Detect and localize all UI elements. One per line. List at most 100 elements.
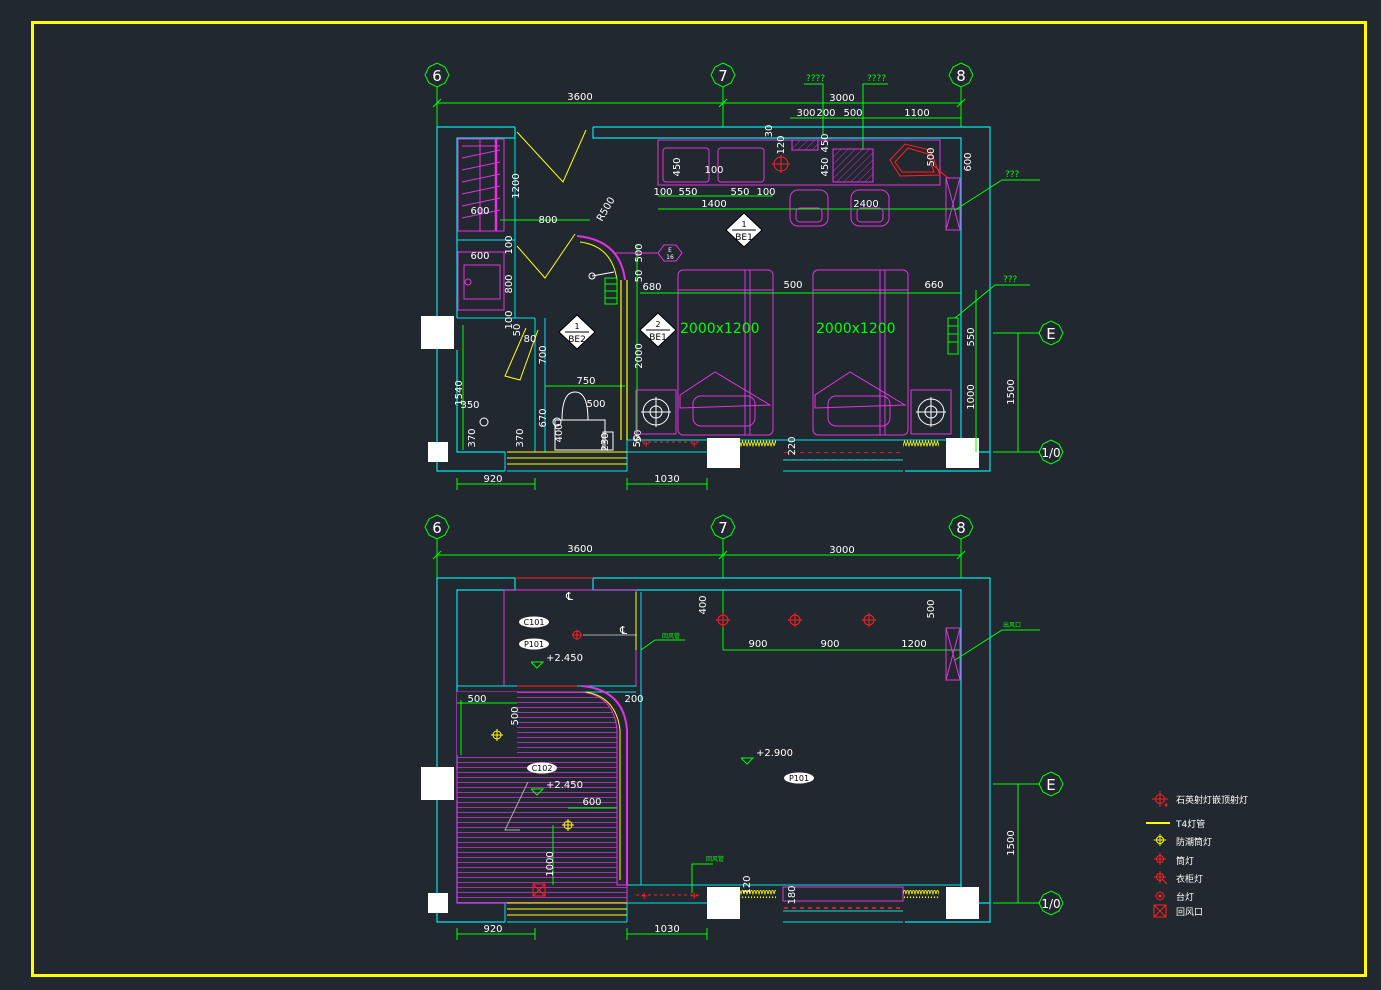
column-block — [428, 442, 448, 462]
axis-label: 6 — [432, 67, 442, 85]
legend-item: 台灯 — [1155, 891, 1194, 903]
tag-code: BE2 — [568, 335, 586, 345]
dim-100: 100 — [504, 310, 515, 329]
dim-450: 450 — [672, 157, 683, 176]
legend-label: 台灯 — [1176, 891, 1194, 903]
bed-size-label: 2000x1200 — [816, 321, 896, 337]
column-block — [421, 767, 454, 800]
spotlight-dimmable-icon — [716, 613, 730, 627]
dim-920: 920 — [483, 924, 502, 935]
dim-750: 750 — [576, 376, 595, 387]
note-label: 回风管 — [662, 632, 680, 640]
dim-120: 120 — [742, 875, 753, 894]
tag-code: C101 — [524, 618, 545, 627]
legend-label: 回风口 — [1176, 907, 1203, 918]
section-tag: 1 BE1 — [725, 212, 763, 248]
dim-230: 230 — [600, 432, 611, 451]
axis-marker-8: 8 — [948, 62, 974, 88]
dim-350: 350 — [460, 400, 479, 411]
entry-ceiling-c101 — [503, 589, 637, 687]
dim-900: 900 — [820, 639, 839, 650]
dim-1030: 1030 — [654, 474, 679, 485]
dim-200: 200 — [624, 694, 643, 705]
dim-600: 600 — [470, 251, 489, 262]
dim-50: 50 — [634, 270, 645, 283]
axis-marker-7: 7 — [710, 62, 736, 88]
dim-500: 500 — [926, 599, 937, 618]
axis-marker-6: 6 — [424, 514, 450, 540]
column-block — [428, 893, 448, 913]
moisture-proof-downlight-icon — [1154, 834, 1166, 846]
spotlight-dimmable-icon — [1152, 791, 1168, 807]
axis-label: 8 — [956, 67, 966, 85]
callout-label: ??? — [1003, 275, 1018, 285]
note-label: 出风口 — [1003, 621, 1021, 629]
ac-unit — [945, 627, 961, 681]
callout-label: ??? — [1005, 170, 1020, 180]
dim-500: 500 — [843, 108, 862, 119]
axis-label: 8 — [956, 519, 966, 537]
ceiling-plan: 6 7 8 3600 3000 — [421, 514, 1064, 940]
legend: 石英射灯嵌顶射灯 T4灯管 防潮筒灯 筒灯 — [1146, 791, 1248, 918]
legend-label: 石英射灯嵌顶射灯 — [1176, 794, 1248, 806]
dim-500: 500 — [926, 147, 937, 166]
column-block — [707, 887, 740, 919]
dim-1030: 1030 — [654, 924, 679, 935]
dim-550: 550 — [678, 187, 697, 198]
bed-size-label: 2000x1200 — [680, 321, 760, 337]
spotlight-dimmable-icon — [788, 613, 802, 627]
marker-label: E — [668, 247, 672, 254]
tag-code: BE1 — [735, 233, 753, 243]
dim-3600: 3600 — [567, 92, 592, 103]
column-block — [946, 887, 979, 919]
dim-600: 600 — [470, 206, 489, 217]
dim-220: 220 — [787, 436, 798, 455]
dim-100: 100 — [756, 187, 775, 198]
dim-900: 900 — [748, 639, 767, 650]
svg-text:℄: ℄ — [619, 624, 627, 637]
axis-marker-e: E — [1038, 320, 1064, 346]
axis-label: 6 — [432, 519, 442, 537]
dim-1100: 1100 — [904, 108, 929, 119]
return-air-vent-icon — [1153, 904, 1167, 918]
legend-item: T4灯管 — [1146, 818, 1205, 830]
nightstand — [635, 389, 677, 435]
column-block — [707, 438, 740, 468]
axis-marker-1-0: 1/0 — [1038, 890, 1064, 916]
chair — [789, 189, 829, 227]
ceiling-tag: P101 — [519, 638, 549, 650]
tag-code: BE1 — [649, 333, 667, 343]
dim-500: 500 — [783, 280, 802, 291]
dim-800: 800 — [504, 274, 515, 293]
dim-550: 550 — [966, 327, 977, 346]
dim-200: 200 — [816, 108, 835, 119]
washbasin — [457, 251, 505, 311]
ac-unit — [945, 177, 961, 231]
svg-text:+: + — [642, 439, 650, 450]
floor-drain-icon — [479, 417, 489, 427]
legend-label: 防潮筒灯 — [1176, 836, 1212, 848]
tag-number: 1 — [574, 322, 579, 331]
wardrobe-light-icon — [1154, 871, 1168, 885]
callout-label: ???? — [867, 74, 886, 84]
moisture-proof-downlight-icon — [491, 729, 503, 741]
axis-label: 1/0 — [1041, 446, 1060, 460]
dim-400: 400 — [554, 423, 565, 442]
dim-800: 800 — [538, 215, 557, 226]
legend-label: 筒灯 — [1176, 855, 1194, 867]
dim-550: 550 — [730, 187, 749, 198]
column-block — [946, 438, 979, 468]
legend-item: 石英射灯嵌顶射灯 — [1152, 791, 1248, 807]
dim-1000: 1000 — [545, 851, 556, 876]
dim-1400: 1400 — [701, 199, 726, 210]
dim-680: 680 — [642, 282, 661, 293]
dim-1540: 1540 — [454, 380, 465, 405]
desk-counter — [657, 139, 949, 186]
axis-label: 7 — [718, 519, 728, 537]
column-block — [421, 316, 454, 349]
note-label: 回风管 — [706, 855, 724, 863]
dim-1500: 1500 — [1006, 379, 1017, 404]
ceiling-tag: P101 — [784, 772, 814, 784]
axis-marker-6: 6 — [424, 62, 450, 88]
